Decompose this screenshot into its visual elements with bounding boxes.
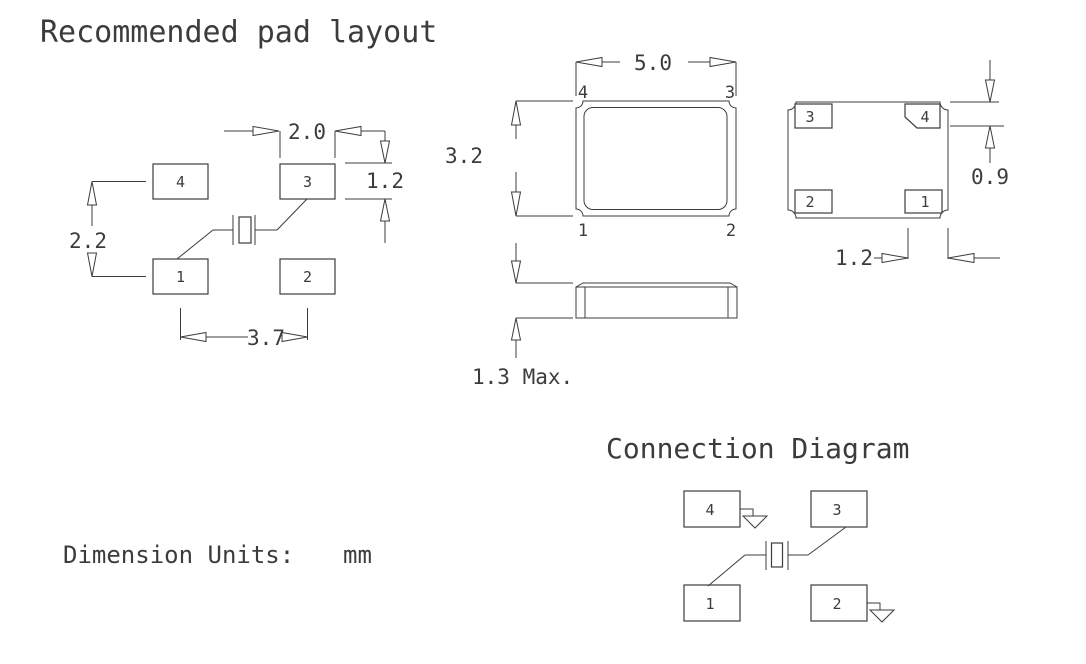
pad-4-outline-chamfered <box>904 103 941 129</box>
connection-diagram: Connection Diagram 4 3 1 2 <box>606 432 909 623</box>
pad-1-label: 1 <box>705 595 714 613</box>
arrow-down-icon <box>984 79 996 103</box>
arrow-up-icon <box>379 198 391 222</box>
dim-text-body-height: 3.2 <box>445 144 483 168</box>
package-lid-outline <box>583 107 728 210</box>
pad-2-outline <box>794 189 833 214</box>
trace-to-pad-1 <box>707 554 746 587</box>
pad-3-outline <box>794 103 833 129</box>
dim-body-thickness: 1.3 Max. <box>472 243 573 389</box>
pad-2-outline <box>810 584 868 622</box>
pad-2-outline <box>279 258 336 295</box>
pin-2-label: 2 <box>726 221 736 241</box>
dim-bottom-pad-height: 0.9 <box>950 60 1009 189</box>
pad-4-outline <box>152 163 209 200</box>
crystal-symbol <box>707 526 847 587</box>
pad-4-label: 4 <box>705 501 714 519</box>
pad-3-outline <box>279 163 336 200</box>
units-note: Dimension Units: mm <box>63 541 372 569</box>
package-outline <box>575 100 737 217</box>
dim-body-width: 5.0 <box>575 51 737 96</box>
dim-col-pitch: 3.7 <box>180 308 308 350</box>
arrow-down-icon <box>510 260 522 284</box>
pad-2-label: 2 <box>303 268 312 286</box>
crystal-body <box>770 542 784 568</box>
dim-text-bottom-pad-width: 1.2 <box>835 246 873 270</box>
pad-4-label: 4 <box>920 108 929 126</box>
ground-symbol-pad2 <box>867 602 896 623</box>
package-outline <box>787 101 949 219</box>
package-side-view: 1.3 Max. <box>472 243 738 389</box>
dim-pad-height: 1.2 <box>345 131 404 243</box>
ground-symbol-pad4 <box>740 508 769 529</box>
pad-1-outline <box>904 189 943 214</box>
arrow-down-icon <box>86 252 98 277</box>
dim-text-body-width: 5.0 <box>634 51 672 75</box>
ground-lead <box>740 508 754 516</box>
pad-3-outline <box>810 490 868 528</box>
ground-icon <box>741 515 769 529</box>
package-top-view: 4 3 1 2 5.0 3.2 <box>445 51 737 241</box>
arrow-down-icon <box>379 140 391 164</box>
dim-text-col-pitch: 3.7 <box>247 326 285 350</box>
package-lid-edge <box>575 282 738 288</box>
pad-3-label: 3 <box>805 108 814 126</box>
pad-layout-title: Recommended pad layout <box>40 15 437 50</box>
units-label: Dimension Units: <box>63 541 294 569</box>
dim-text-pad-width: 2.0 <box>288 120 326 144</box>
arrow-right-icon <box>709 56 737 68</box>
arrow-up-icon <box>86 181 98 206</box>
units-value: mm <box>343 541 372 569</box>
arrow-up-icon <box>510 317 522 341</box>
arrow-up-icon <box>984 125 996 149</box>
pad-1-outline <box>683 584 741 622</box>
dim-body-height: 3.2 <box>445 100 573 217</box>
trace-to-pad-1 <box>176 229 214 260</box>
pad-4-outline <box>683 490 741 528</box>
pin-1-label: 1 <box>578 221 588 241</box>
arrow-left-icon <box>180 331 207 343</box>
arrow-left-icon <box>575 56 603 68</box>
pad-2-label: 2 <box>832 595 841 613</box>
arrow-right-icon <box>881 252 909 264</box>
dim-pad-width: 2.0 <box>224 120 385 158</box>
pin-4-label: 4 <box>578 83 588 103</box>
pad-3-label: 3 <box>303 173 312 191</box>
arrow-left-icon <box>947 252 975 264</box>
pin-3-label: 3 <box>725 83 735 103</box>
arrow-right-icon <box>281 331 308 343</box>
pad-2-label: 2 <box>805 193 814 211</box>
crystal-symbol <box>176 198 308 260</box>
arrow-down-icon <box>510 191 522 217</box>
package-bottom-view: 3 4 2 1 0.9 1.2 <box>787 60 1009 270</box>
dim-text-body-thickness: 1.3 Max. <box>472 365 573 389</box>
ground-icon <box>868 609 896 623</box>
trace-to-pad-3 <box>276 198 308 231</box>
crystal-body <box>238 216 252 244</box>
package-body-outline <box>575 286 738 319</box>
trace-to-pad-3 <box>807 526 847 556</box>
pad-1-label: 1 <box>176 268 185 286</box>
arrow-left-icon <box>334 125 362 137</box>
dim-row-pitch: 2.2 <box>69 181 146 277</box>
connection-diagram-title: Connection Diagram <box>606 432 909 465</box>
pad-3-label: 3 <box>832 501 841 519</box>
pad-4-label: 4 <box>176 173 185 191</box>
pad-layout-view: Recommended pad layout 4 3 1 2 2.0 <box>40 15 437 350</box>
dim-text-row-pitch: 2.2 <box>69 229 107 253</box>
dim-text-pad-height: 1.2 <box>366 169 404 193</box>
arrow-right-icon <box>252 125 280 137</box>
pad-1-label: 1 <box>920 193 929 211</box>
dim-text-bottom-pad-height: 0.9 <box>971 165 1009 189</box>
arrow-up-icon <box>510 100 522 126</box>
dim-bottom-pad-width: 1.2 <box>835 228 1000 270</box>
pad-1-outline <box>152 258 209 295</box>
ground-lead <box>867 602 881 610</box>
